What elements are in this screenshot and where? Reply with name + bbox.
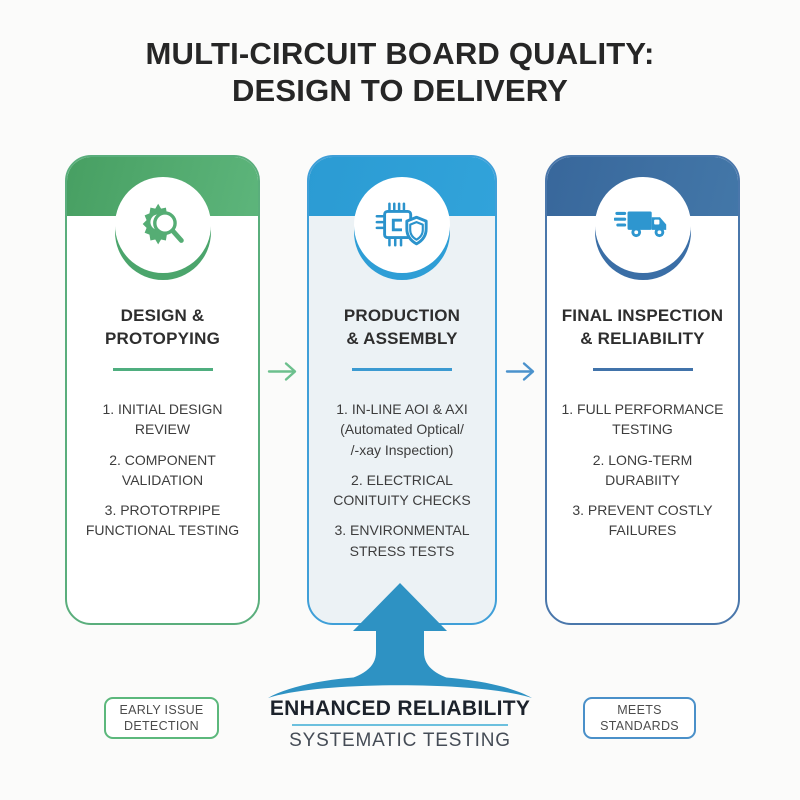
list-item: 3. PREVENT COSTLY FAILURES xyxy=(572,502,713,539)
card-final-inspection: FINAL INSPECTION & RELIABILITY 1. FULL P… xyxy=(545,155,740,625)
card-list: 1. INITIAL DESIGN REVIEW 2. COMPONENT VA… xyxy=(67,399,258,551)
list-item: 1. INITIAL DESIGN REVIEW xyxy=(102,401,223,438)
icon-circle xyxy=(354,177,450,273)
card-divider xyxy=(112,368,213,371)
gear-magnifier-icon xyxy=(142,203,184,245)
list-item: 3. ENVIRONMENTAL STRESS TESTS xyxy=(334,522,470,559)
right-arrow-icon xyxy=(267,362,297,381)
footer-subheadline: SYSTEMATIC TESTING xyxy=(289,730,511,751)
card-production-assembly: PRODUCTION & ASSEMBLY 1. IN-LINE AOI & A… xyxy=(307,155,497,625)
card-title: DESIGN & PROTOPYING xyxy=(104,306,221,348)
page-title: MULTI-CIRCUIT BOARD QUALITY: DESIGN TO D… xyxy=(145,36,655,108)
list-item: 2. LONG-TERM DURABIITY xyxy=(592,451,693,488)
list-item: 1. IN-LINE AOI & AXI (Automated Optical/… xyxy=(336,401,468,458)
footer-underline xyxy=(292,724,508,726)
card-title: FINAL INSPECTION & RELIABILITY xyxy=(561,306,724,348)
badge-meets-standards: MEETS STANDARDS xyxy=(583,697,696,739)
card-divider xyxy=(352,368,452,371)
chip-shield-icon xyxy=(375,202,428,247)
card-icon-holder xyxy=(114,177,211,280)
icon-circle xyxy=(594,177,691,273)
icon-circle xyxy=(114,177,211,273)
delivery-truck-icon xyxy=(613,211,666,238)
up-arrow-swoosh-icon xyxy=(268,583,532,698)
card-icon-holder xyxy=(594,177,691,280)
footer-headline: ENHANCED RELIABILITY xyxy=(269,697,531,720)
card-title: PRODUCTION & ASSEMBLY xyxy=(343,306,461,348)
list-item: 1. FULL PERFORMANCE TESTING xyxy=(561,401,724,438)
card-divider xyxy=(592,368,693,371)
card-list: 1. IN-LINE AOI & AXI (Automated Optical/… xyxy=(309,399,495,571)
right-arrow-icon xyxy=(505,362,535,381)
list-item: 2. ELECTRICAL CONITUITY CHECKS xyxy=(333,471,471,509)
card-icon-holder xyxy=(354,177,450,280)
card-list: 1. FULL PERFORMANCE TESTING 2. LONG-TERM… xyxy=(547,399,738,551)
badge-early-issue-detection: EARLY ISSUE DETECTION xyxy=(104,697,219,739)
list-item: 2. COMPONENT VALIDATION xyxy=(109,451,216,488)
card-design-prototyping: DESIGN & PROTOPYING 1. INITIAL DESIGN RE… xyxy=(65,155,260,625)
list-item: 3. PROTOTRPIPE FUNCTIONAL TESTING xyxy=(85,502,240,539)
